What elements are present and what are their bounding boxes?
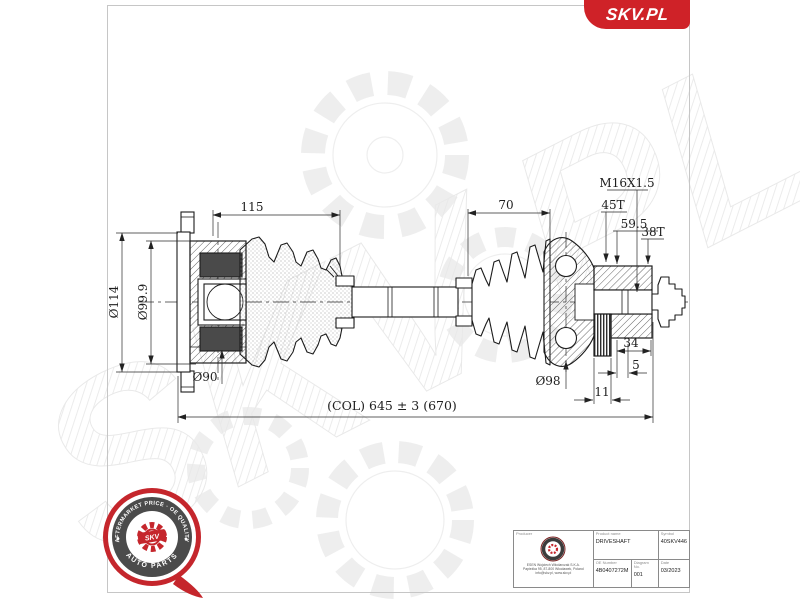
- dim-outer-spline: 38T: [641, 225, 664, 239]
- title-block: Producer ESEN Wojciech Włodarczak S.K.A.…: [513, 530, 690, 588]
- dim-pilot-dia: Ø90: [192, 370, 217, 384]
- oe-number-value: 4B0407272M: [595, 568, 629, 574]
- dim-left-boot-length: 115: [241, 200, 264, 214]
- left-cv-joint: [176, 211, 247, 393]
- title-block-producer-cell: Producer ESEN Wojciech Włodarczak S.K.A.…: [514, 531, 594, 587]
- skv-stamp-logo-icon: [540, 536, 566, 562]
- product-name-value: DRIVESHAFT: [595, 539, 631, 545]
- dim-inner-spline: 45T: [601, 198, 624, 212]
- producer-address-line1: ESEN Wojciech Włodarczak S.K.A.: [526, 563, 580, 567]
- abs-spline-ring: [593, 313, 612, 357]
- right-cv-joint: [543, 237, 653, 367]
- date-label: Date: [660, 560, 670, 565]
- skv-logo-badge: SKV.PL: [584, 0, 690, 29]
- dim-flange-d2: Ø99.9: [136, 284, 150, 321]
- right-cv-boot: [455, 238, 551, 366]
- dim-flange-od: Ø114: [107, 285, 121, 318]
- sheet-border: [107, 5, 690, 593]
- skv-logo-text: SKV.PL: [604, 4, 670, 24]
- diagram-no-label: Diagram No.: [633, 560, 649, 569]
- left-cv-boot: [239, 236, 355, 368]
- title-block-product-cell: Product name DRIVESHAFT: [594, 531, 659, 559]
- title-block-symbol-cell: Symbol 40SKV446: [659, 531, 689, 559]
- dim-overall-length: (COL) 645 ± 3 (670): [327, 398, 457, 413]
- product-name-label: Product name: [595, 531, 621, 536]
- symbol-label: Symbol: [660, 531, 675, 536]
- badge-left-diamond-icon: ◆: [116, 536, 120, 541]
- badge-center-skv-text: SKV: [144, 533, 161, 542]
- dim-59-5: 59.5: [621, 217, 648, 231]
- title-block-oe-cell: OE Number 4B0407272M: [594, 560, 632, 587]
- dimension-lines: [116, 189, 664, 423]
- producer-label: Producer: [516, 531, 533, 536]
- dim-right-boot-length: 70: [498, 198, 513, 212]
- oe-number-label: OE Number: [595, 560, 617, 565]
- dim-thread-spec: M16X1.5: [599, 176, 654, 190]
- dim-34: 34: [623, 336, 639, 350]
- axle-shaft: [351, 286, 459, 318]
- threaded-stub-end: [651, 276, 686, 328]
- badge-right-diamond-icon: ◆: [184, 536, 188, 541]
- symbol-value: 40SKV446: [660, 539, 687, 545]
- title-block-diagram-cell: Diagram No. 001: [632, 560, 659, 587]
- diagram-no-value: 001: [633, 572, 643, 578]
- skv-quality-badge: AFTERMARKET PRICE · OE QUALITY AUTO PART…: [103, 488, 203, 598]
- producer-address-line2: Papieżka 95, 87-800 Włocławek, Poland: [522, 567, 584, 572]
- badge-center-banner: [137, 529, 167, 544]
- dim-5: 5: [632, 358, 640, 372]
- date-value: 03/2023: [660, 568, 681, 574]
- producer-address-line3: info@skv.pl, www.skv.pl: [535, 571, 572, 576]
- title-block-date-cell: Date 03/2023: [659, 560, 689, 587]
- dim-11: 11: [594, 385, 609, 399]
- dim-joint-dia: Ø98: [535, 374, 560, 388]
